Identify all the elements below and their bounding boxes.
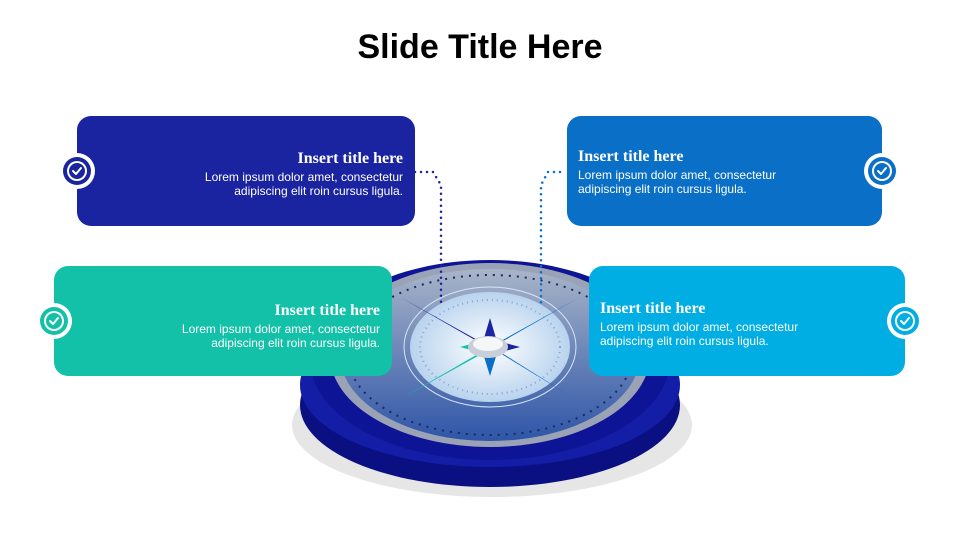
- slide-title: Slide Title Here: [357, 28, 603, 66]
- card-body-line-2: adipiscing elit roin cursus ligula.: [234, 184, 403, 198]
- card-mid-right: Insert title here Lorem ipsum dolor amet…: [589, 266, 905, 376]
- connector-top-right: [539, 170, 562, 307]
- card-mid-left: Insert title here Lorem ipsum dolor amet…: [54, 266, 392, 376]
- card-top-left: Insert title here Lorem ipsum dolor amet…: [77, 116, 415, 226]
- needle-nw: [400, 297, 490, 347]
- check-shield-icon: [59, 153, 95, 189]
- card-top-right: Insert title here Lorem ipsum dolor amet…: [567, 116, 882, 226]
- card-body-line-1: Lorem ipsum dolor amet, consectetur: [600, 320, 799, 334]
- card-title: Insert title here: [297, 150, 403, 167]
- card-title: Insert title here: [578, 148, 684, 165]
- card-body-line-2: adipiscing elit roin cursus ligula.: [578, 182, 747, 196]
- needle-ne: [490, 297, 580, 347]
- compass-pivot-top: [473, 337, 503, 351]
- card-body-line-1: Lorem ipsum dolor amet, consectetur: [181, 322, 380, 336]
- card-body-line-1: Lorem ipsum dolor amet, consectetur: [204, 170, 403, 184]
- check-shield-icon: [864, 153, 900, 189]
- needle-se: [490, 347, 580, 402]
- needle-sw: [402, 347, 490, 398]
- check-shield-icon: [887, 303, 923, 339]
- compass-dial-ring: [403, 286, 577, 408]
- card-body-line-1: Lorem ipsum dolor amet, consectetur: [578, 168, 777, 182]
- card-body-line-2: adipiscing elit roin cursus ligula.: [211, 336, 380, 350]
- check-shield-icon: [36, 303, 72, 339]
- card-title: Insert title here: [274, 302, 380, 319]
- card-body-line-2: adipiscing elit roin cursus ligula.: [600, 334, 769, 348]
- compass-dial-ticks: [419, 299, 561, 395]
- card-title: Insert title here: [600, 300, 706, 317]
